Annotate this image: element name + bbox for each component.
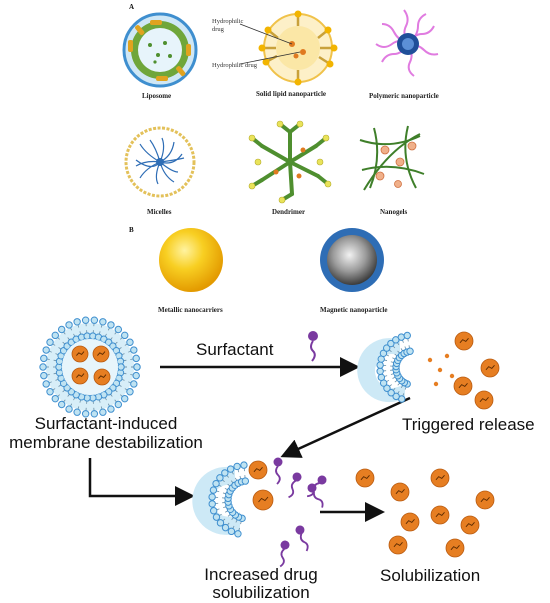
label-micelles: Micelles [147, 208, 172, 216]
drug-molecule-icon [400, 512, 420, 532]
label-metallic-nanocarriers: Metallic nanocarriers [158, 306, 223, 314]
drug-molecule-icon [388, 535, 408, 555]
drug-molecule-icon [430, 468, 450, 488]
drug-molecule-icon [93, 368, 111, 386]
surfactant-icon [288, 472, 302, 499]
drug-molecule-icon [390, 482, 410, 502]
label-increased-drug-1: Increased drug [204, 565, 318, 584]
label-triggered-release: Triggered release [402, 415, 535, 434]
surfactant-icon [273, 457, 283, 485]
label-dendrimer: Dendrimer [272, 208, 306, 216]
magnetic-nanoparticle-graphic [320, 228, 384, 292]
surfactant-icon [279, 540, 290, 568]
drug-molecule-icon [475, 490, 495, 510]
solubilizing-vesicle-graphic [192, 460, 274, 538]
drug-molecule-icon [92, 345, 110, 363]
intact-vesicle-graphic [39, 316, 141, 418]
surfactant-group [273, 457, 327, 568]
drug-molecule-icon [480, 358, 500, 378]
label-polymeric-nanoparticle: Polymeric nanoparticle [369, 92, 439, 100]
label-increased-drug-2: solubilization [212, 583, 310, 602]
hydrophilic-drug-label-top: Hydrophilic [212, 18, 244, 25]
drug-molecule-icon [355, 468, 375, 488]
surfactant-icon [295, 525, 309, 552]
drug-molecule-icon [248, 460, 268, 480]
label-nanogels: Nanogels [380, 208, 408, 216]
panel-label-a: A [129, 3, 135, 11]
drug-molecule-icon [430, 505, 450, 525]
label-liposome: Liposome [142, 92, 172, 100]
drug-molecule-icon [445, 538, 465, 558]
arrow-destabilization-path [88, 458, 195, 506]
triggered-release-vesicle-graphic [357, 331, 414, 403]
drug-molecule-icon [453, 376, 473, 396]
solid-lipid-nanoparticle-graphic [239, 10, 338, 86]
hydrophilic-drug-label-bottom: Hydrophilic drug [212, 62, 257, 69]
label-solid-lipid-nanoparticle: Solid lipid nanoparticle [256, 90, 327, 98]
surfactant-icon [306, 475, 327, 498]
dendrimer-graphic [248, 120, 332, 204]
nanogels-graphic [359, 125, 425, 191]
label-magnetic-nanoparticle: Magnetic nanoparticle [320, 306, 388, 314]
arrow-to-increased-solubilization [280, 396, 411, 458]
label-destabilization-2: membrane destabilization [9, 433, 203, 452]
drug-molecule-icon [454, 331, 474, 351]
drug-molecule-icon [460, 515, 480, 535]
drug-molecule-icon [252, 489, 274, 511]
released-drug-group [427, 331, 500, 410]
label-destabilization-1: Surfactant-induced [34, 414, 178, 433]
solubilized-drug-group [355, 468, 495, 558]
hydrophilic-drug-label-top-2: drug [212, 26, 224, 33]
label-surfactant: Surfactant [196, 340, 274, 359]
metallic-nanocarrier-graphic [159, 228, 223, 292]
drug-molecule-icon [474, 390, 494, 410]
liposome-graphic [122, 12, 198, 88]
surfactant-molecule-icon [308, 331, 318, 362]
drug-molecule-icon [71, 345, 89, 363]
micelles-graphic [124, 126, 196, 198]
drug-molecule-icon [71, 367, 89, 385]
label-solubilization: Solubilization [380, 566, 481, 585]
panel-label-b: B [129, 226, 134, 234]
